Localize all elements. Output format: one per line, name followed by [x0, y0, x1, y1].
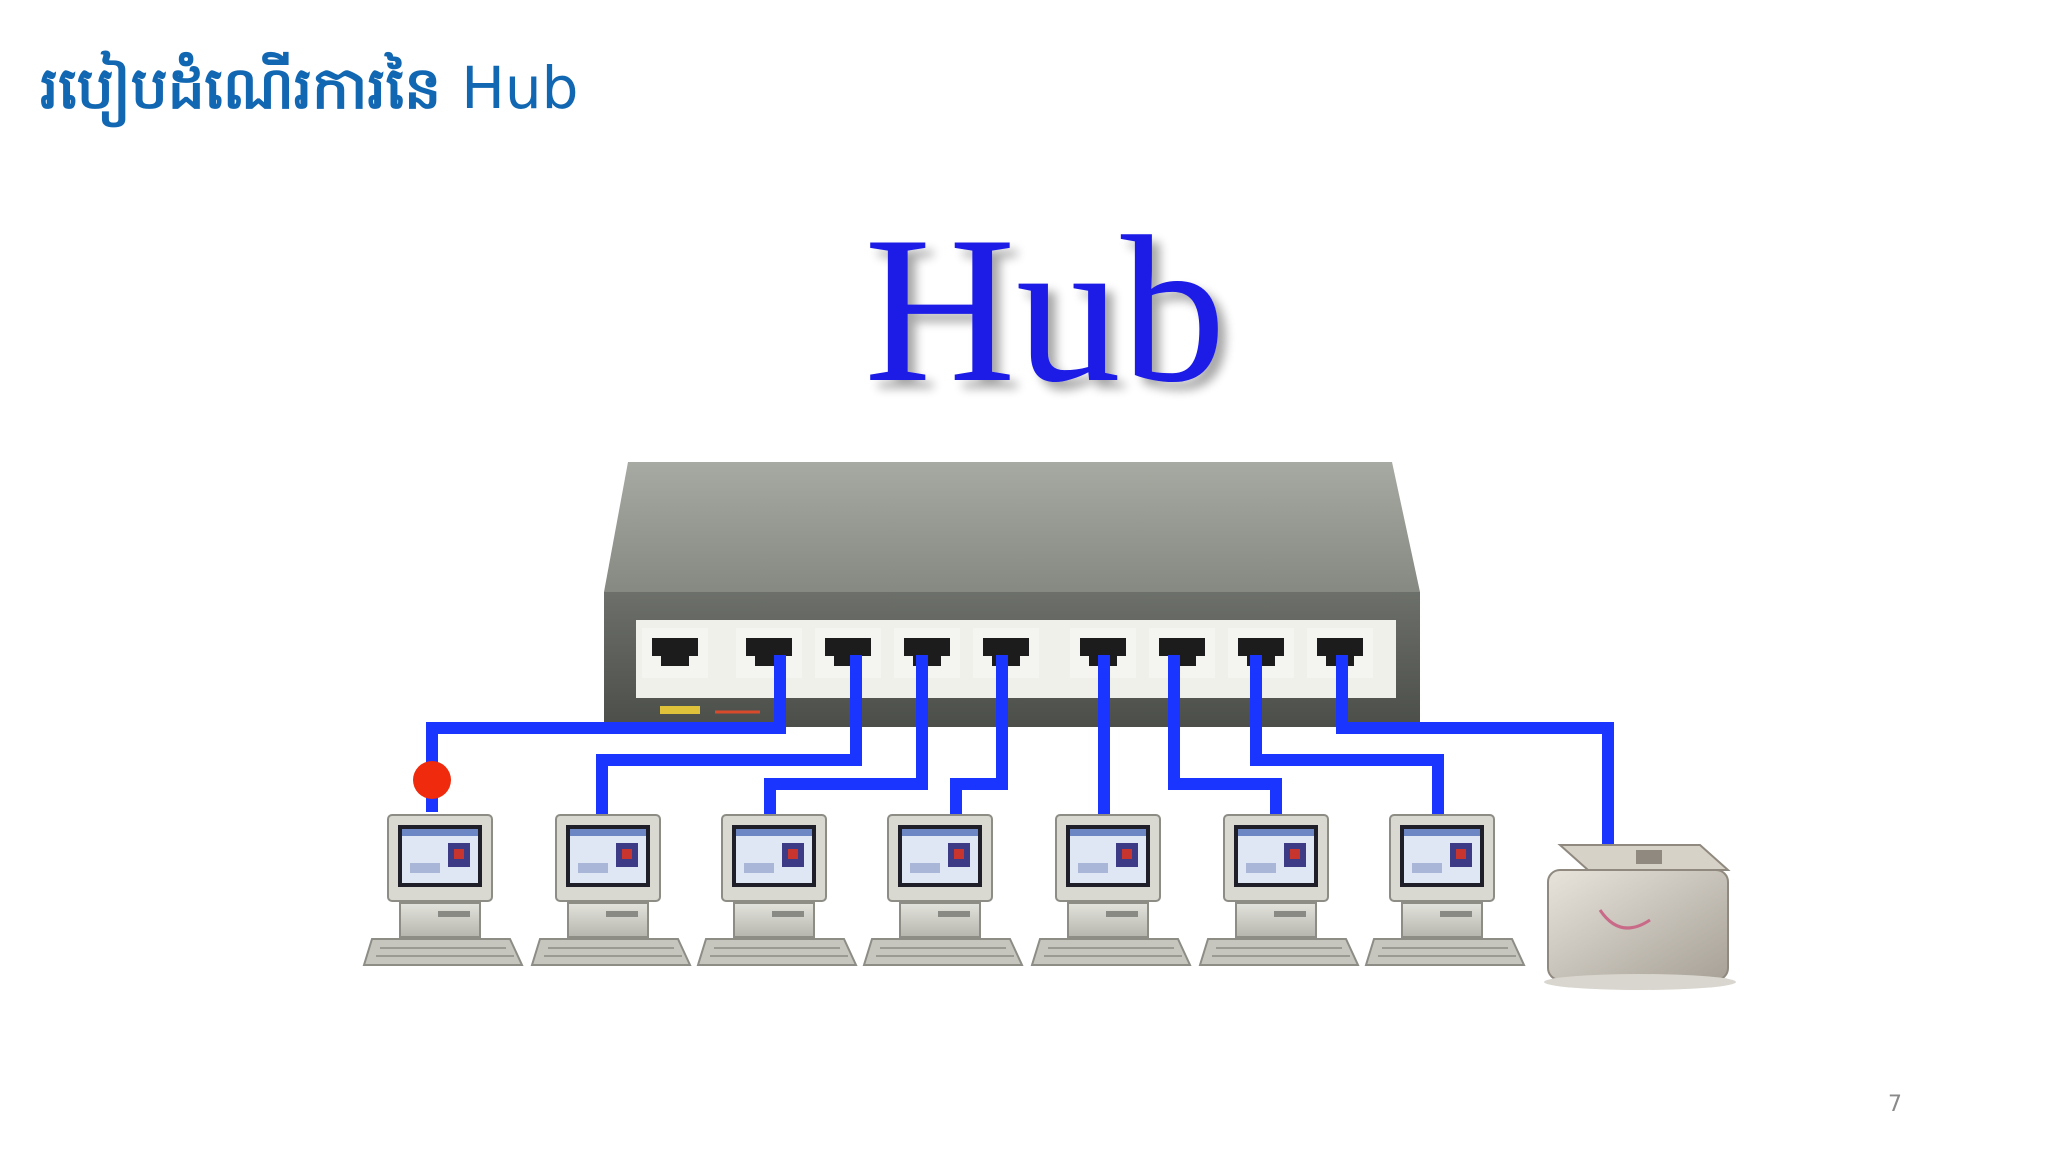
hub-icon	[604, 462, 1420, 727]
slide-title: របៀបដំណើរការនៃ Hub	[40, 52, 578, 137]
printer-icon	[1544, 844, 1736, 990]
computer-icon	[531, 814, 691, 966]
computer-icon	[363, 814, 523, 966]
slide-title-khmer: របៀបដំណើរការនៃ	[40, 54, 442, 122]
page-number: 7	[1888, 1092, 1902, 1117]
diagram-heading: Hub	[864, 194, 1226, 426]
computer-icon	[1031, 814, 1191, 966]
computer-icon	[1199, 814, 1359, 966]
computer-icon	[863, 814, 1023, 966]
computer-icon	[1365, 814, 1525, 966]
slide-title-latin: Hub	[461, 54, 579, 122]
computer-icon	[697, 814, 857, 966]
signal-dot-icon	[413, 761, 451, 799]
